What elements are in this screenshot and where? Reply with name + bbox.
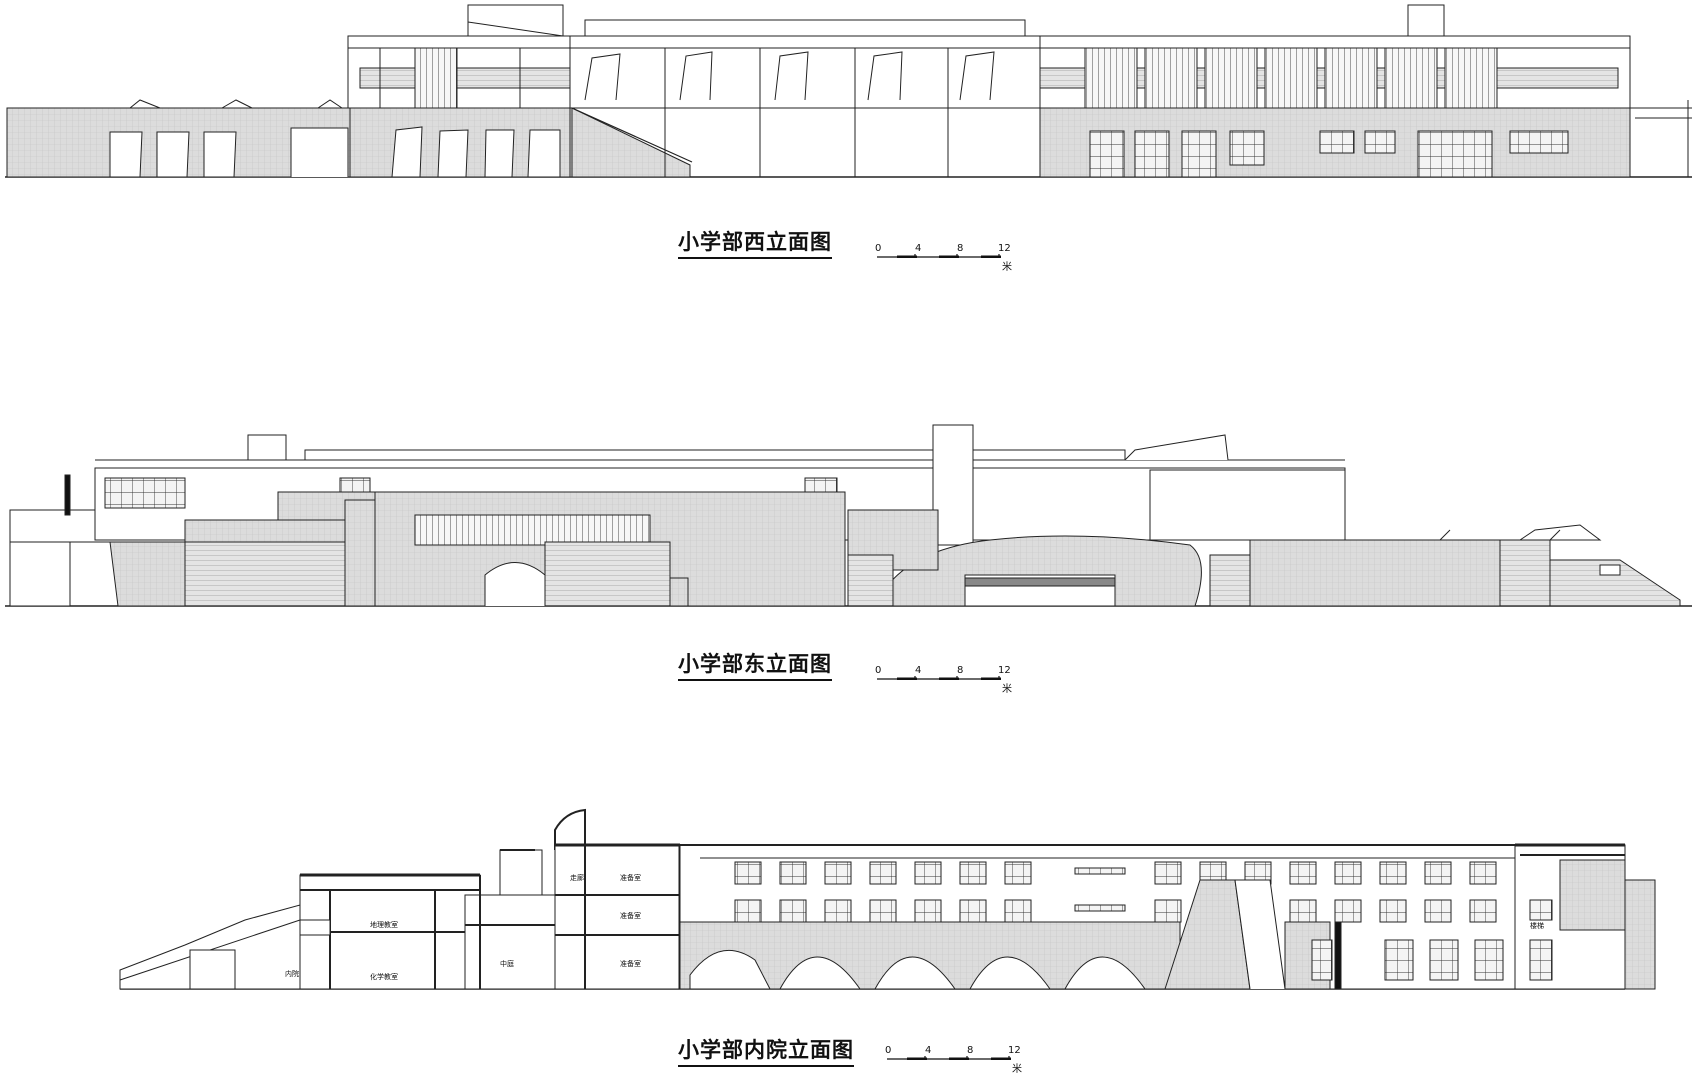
scale-tick-8: 8 (967, 1045, 974, 1056)
label-chemistry-classroom: 化学教室 (370, 972, 398, 981)
label-prep-room-low: 准备室 (620, 959, 641, 968)
label-atrium: 中庭 (500, 959, 514, 968)
room-labels: 走廊 准备室 准备室 准备室 地理教室 化学教室 中庭 内院 楼梯 (285, 873, 1544, 981)
inner-courtyard-elevation-title: 小学部内院立面图 (678, 1034, 854, 1067)
east-scale-bar: 0 4 8 12 米 (875, 665, 1015, 699)
scale-tick-4: 4 (925, 1045, 932, 1056)
scale-line (877, 254, 1001, 258)
scale-tick-12: 12 (998, 665, 1011, 676)
label-prep-room-top: 准备室 (620, 873, 641, 882)
label-corridor: 走廊 (570, 873, 584, 882)
east-elevation-title: 小学部东立面图 (678, 648, 832, 681)
scale-unit: 米 (1002, 262, 1012, 273)
west-elevation (5, 4, 1692, 178)
scale-unit: 米 (1002, 684, 1012, 695)
label-stair: 楼梯 (1530, 921, 1544, 930)
west-scale-bar: 0 4 8 12 米 (875, 243, 1015, 277)
scale-tick-4: 4 (915, 243, 922, 254)
scale-tick-8: 8 (957, 243, 964, 254)
label-prep-room-mid: 准备室 (620, 911, 641, 920)
scale-unit: 米 (1012, 1064, 1022, 1075)
west-elevation-title: 小学部西立面图 (678, 226, 832, 259)
scale-tick-0: 0 (885, 1045, 892, 1056)
scale-tick-0: 0 (875, 243, 882, 254)
east-elevation (5, 424, 1692, 607)
scale-line (877, 676, 1001, 680)
scale-tick-0: 0 (875, 665, 882, 676)
label-geography-classroom: 地理教室 (370, 920, 398, 929)
scale-tick-12: 12 (998, 243, 1011, 254)
scale-tick-8: 8 (957, 665, 964, 676)
inner-courtyard-scale-bar: 0 4 8 12 米 (885, 1045, 1025, 1079)
inner-courtyard-elevation (119, 808, 1656, 990)
scale-line (887, 1056, 1011, 1060)
scale-tick-12: 12 (1008, 1045, 1021, 1056)
label-inner-court: 内院 (285, 969, 299, 978)
scale-tick-4: 4 (915, 665, 922, 676)
